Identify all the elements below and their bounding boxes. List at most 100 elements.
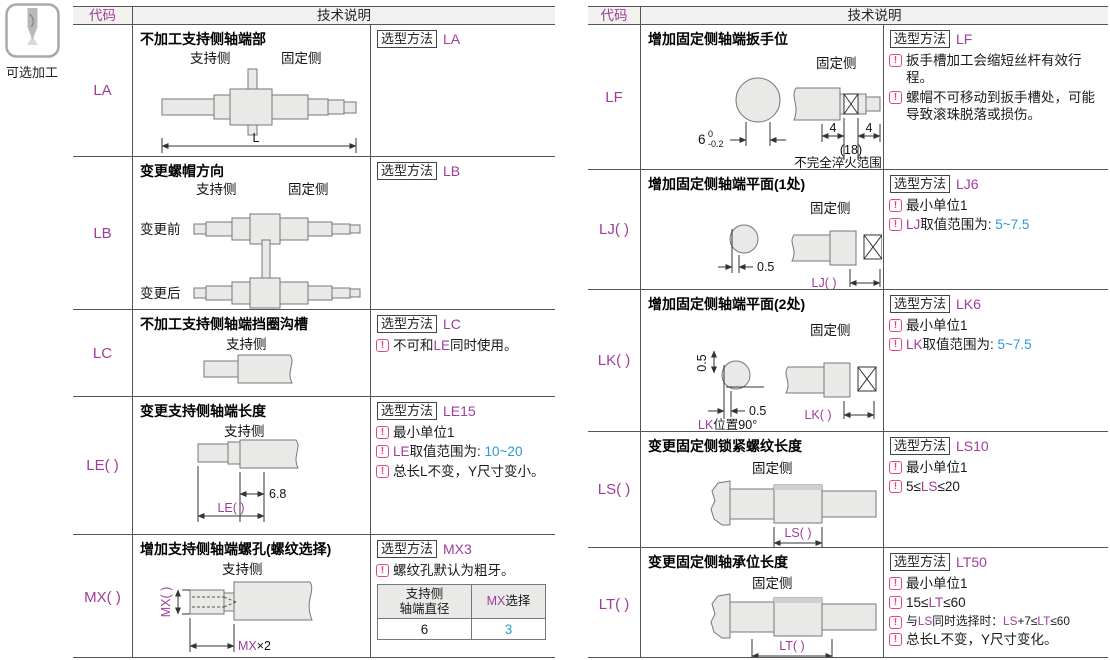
method-value: MX3 xyxy=(443,541,472,557)
end-view-graphic xyxy=(729,224,759,273)
row-title: 变更螺帽方向 xyxy=(140,163,224,179)
le-diagram: 支持侧 6.8 LE( ) xyxy=(197,424,299,522)
note-cell: 选型方法 LB xyxy=(370,157,555,309)
lk-diagram: 固定侧 0.5 0.5 LK位置90° xyxy=(695,323,877,432)
tech-header: 技术说明 xyxy=(847,8,902,23)
note: LE取值范围为: 10~20 xyxy=(376,443,551,460)
la-diagram: 支持侧 固定侧 L xyxy=(161,51,357,153)
table-row-le: LE( ) 变更支持侧轴端长度 支持侧 6.8 xyxy=(73,397,555,535)
method-value: LS10 xyxy=(956,438,989,454)
shaft-graphic xyxy=(791,230,882,266)
lj-diagram: 固定侧 0.5 xyxy=(718,201,882,290)
row-title: 变更固定侧锁紧螺纹长度 xyxy=(648,438,802,454)
alert-icon xyxy=(376,339,389,352)
note: 不可和LE同时使用。 xyxy=(376,337,551,354)
support-side-label: 支持侧 xyxy=(196,182,237,197)
note-cell: 选型方法 LS10 最小单位1 5≤LS≤20 xyxy=(883,432,1108,547)
method-value: LK6 xyxy=(956,296,981,312)
fixed-side-label: 固定侧 xyxy=(810,323,851,338)
row-title: 增加固定侧轴端平面(2处) xyxy=(648,296,806,312)
unhardened-range-label: 不完全淬火范围 xyxy=(794,155,882,170)
dim-6: 6 xyxy=(698,132,706,147)
dim-LS: LS( ) xyxy=(784,526,811,540)
method-value: LB xyxy=(443,163,461,179)
right-options-table: 代码 技术说明 LF 增加固定侧轴端扳手位 固定侧 6 0 -0.2 xyxy=(588,6,1108,658)
note: 总长L不变，Y尺寸变小。 xyxy=(376,463,551,480)
dim-4-left: 4 xyxy=(830,121,837,135)
note: 15≤LT≤60 xyxy=(889,594,1104,611)
note-cell: 选型方法 LJ6 最小单位1 LJ取值范围为: 5~7.5 xyxy=(883,170,1108,289)
note: LJ取值范围为: 5~7.5 xyxy=(889,216,1104,233)
code-cell: LK( ) xyxy=(588,290,641,431)
method-label: 选型方法 xyxy=(377,402,438,420)
note: 螺纹孔默认为粗牙。 xyxy=(376,562,551,579)
desc-cell: 变更固定侧轴承位长度 固定侧 LT( ) xyxy=(641,548,883,657)
dim-LT: LT( ) xyxy=(779,639,804,653)
dim-0-5: 0.5 xyxy=(757,260,774,274)
shaft-graphic xyxy=(197,439,299,469)
dim-LJ: LJ( ) xyxy=(812,276,837,290)
code-cell: LE( ) xyxy=(73,397,133,534)
code-cell: LC xyxy=(73,310,133,396)
shaft-after-graphic xyxy=(193,239,361,309)
row-title: 变更固定侧轴承位长度 xyxy=(648,554,788,570)
ls-diagram: 固定侧 LS( ) xyxy=(710,461,877,547)
method-label: 选型方法 xyxy=(890,437,951,455)
note: 5≤LS≤20 xyxy=(889,478,1104,495)
code-header: 代码 xyxy=(73,7,133,24)
desc-cell: 变更固定侧锁紧螺纹长度 固定侧 LS( ) xyxy=(641,432,883,547)
note: 最小单位1 xyxy=(889,575,1104,592)
shaft-graphic xyxy=(710,593,877,639)
row-title: 不加工支持侧轴端挡圈沟槽 xyxy=(140,316,308,332)
desc-cell: 增加支持侧轴端螺孔(螺纹选择) 支持侧 xyxy=(133,535,370,657)
shaft-before-graphic xyxy=(193,213,361,259)
note: 最小单位1 xyxy=(889,459,1104,476)
method-label: 选型方法 xyxy=(377,315,438,333)
table-row-lb: LB 变更螺帽方向 支持侧 固定侧 变更前 xyxy=(73,157,555,310)
mx-selection-table: 支持侧轴端直径 MX选择 6 3 xyxy=(377,584,546,641)
shaft-graphic xyxy=(785,362,877,398)
note: 最小单位1 xyxy=(376,424,551,441)
dim-18: (18) xyxy=(840,143,862,157)
desc-cell: 变更螺帽方向 支持侧 固定侧 变更前 变更后 xyxy=(133,157,370,309)
row-title: 不加工支持侧轴端部 xyxy=(140,31,266,47)
end-view-graphic xyxy=(721,360,764,419)
lk-position-label: LK位置90° xyxy=(698,417,757,432)
dim-LE: LE( ) xyxy=(217,501,244,515)
tol-lower: -0.2 xyxy=(708,139,724,149)
left-options-table: 代码 技术说明 LA 不加工支持侧轴端部 支持侧 固定侧 xyxy=(73,6,555,658)
row-title: 增加支持侧轴端螺孔(螺纹选择) xyxy=(140,541,332,557)
method-label: 选型方法 xyxy=(890,30,951,48)
dim-MXx2: MX×2 xyxy=(238,639,271,653)
desc-cell: 变更支持侧轴端长度 支持侧 6.8 LE( ) xyxy=(133,397,370,534)
alert-icon xyxy=(889,54,902,67)
table-row-lt: LT( ) 变更固定侧轴承位长度 固定侧 LT( ) xyxy=(588,548,1108,657)
table-row-la: LA 不加工支持侧轴端部 支持侧 固定侧 xyxy=(73,25,555,157)
dim-L: L xyxy=(253,131,260,145)
code-cell: MX( ) xyxy=(73,535,133,657)
note: 最小单位1 xyxy=(889,197,1104,214)
note-cell: 选型方法 LK6 最小单位1 LK取值范围为: 5~7.5 xyxy=(883,290,1108,431)
code-cell: LS( ) xyxy=(588,432,641,547)
lc-diagram: 支持侧 xyxy=(203,337,293,384)
table-row-lk: LK( ) 增加固定侧轴端平面(2处) 固定侧 0.5 0. xyxy=(588,290,1108,432)
method-value: LT50 xyxy=(956,554,987,570)
method-value: LA xyxy=(443,31,461,47)
desc-cell: 不加工支持侧轴端部 支持侧 固定侧 xyxy=(133,25,370,156)
diameter-value: 6 xyxy=(377,618,472,641)
dim-0-5-horizontal: 0.5 xyxy=(749,404,766,418)
alert-icon xyxy=(889,632,902,646)
fixed-side-label: 固定侧 xyxy=(288,182,329,197)
note-cell: 选型方法 LT50 最小单位1 15≤LT≤60 与LS同时选择时：LS+7≤L… xyxy=(883,548,1108,657)
code-cell: LA xyxy=(73,25,133,156)
note-cell: 选型方法 LF 扳手槽加工会缩短丝杆有效行程。 螺帽不可移动到扳手槽处，可能导致… xyxy=(883,25,1108,169)
note: 与LS同时选择时：LS+7≤LT≤60 xyxy=(889,614,1104,629)
alert-icon xyxy=(889,199,902,212)
mx-choice-value: 3 xyxy=(471,618,546,641)
dim-4-right: 4 xyxy=(866,121,873,135)
tech-header: 技术说明 xyxy=(317,8,371,23)
method-label: 选型方法 xyxy=(377,540,438,558)
table-row-ls: LS( ) 变更固定侧锁紧螺纹长度 固定侧 LS( ) xyxy=(588,432,1108,548)
desc-cell: 增加固定侧轴端扳手位 固定侧 6 0 -0.2 xyxy=(641,25,883,170)
